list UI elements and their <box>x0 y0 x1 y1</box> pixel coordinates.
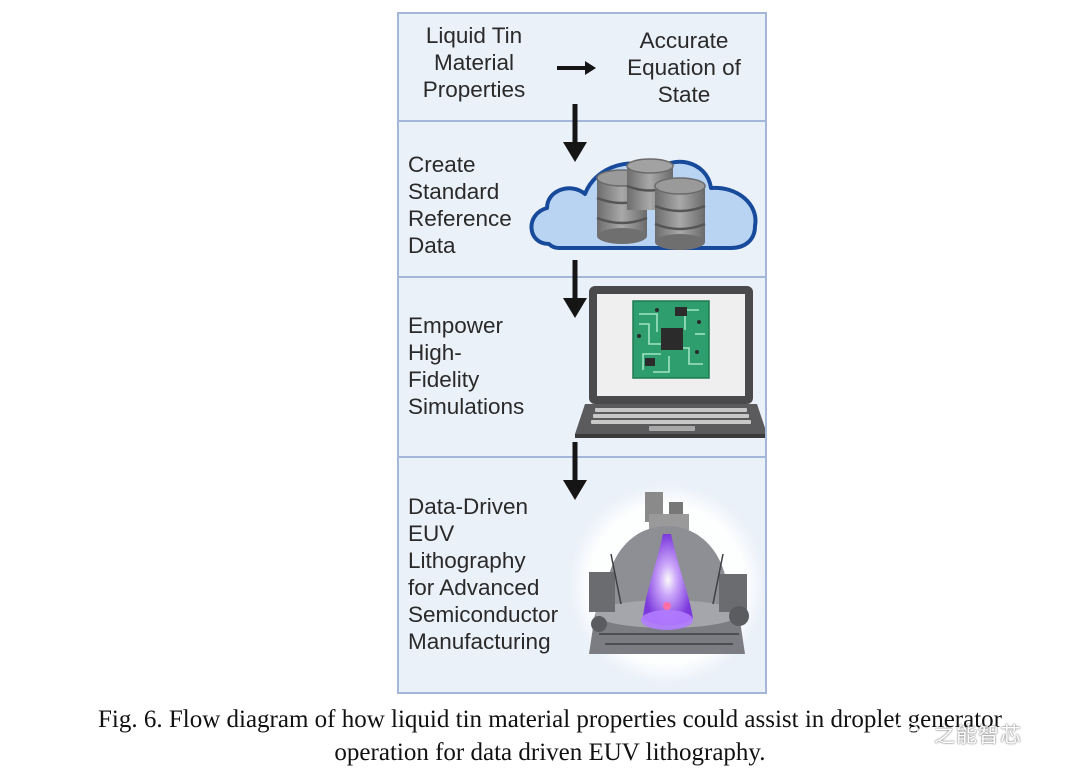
watermark: 之能智芯 <box>892 719 1052 749</box>
wechat-logo-icon <box>893 721 926 746</box>
arrow-down-icon <box>563 104 587 162</box>
euv-machine-icon <box>569 484 765 684</box>
diagram-graphics <box>529 61 765 684</box>
simulations-label: Empower High- Fidelity Simulations <box>408 313 525 419</box>
flow-diagram: Liquid Tin Material Properties Accurate … <box>397 12 767 694</box>
watermark-text: 之能智芯 <box>934 723 1022 747</box>
euv-lithography-label: Data-Driven EUV Lithography for Advanced… <box>408 494 559 654</box>
liquid-tin-label: Liquid Tin Material Properties <box>422 23 526 102</box>
equation-of-state-label: Accurate Equation of State <box>627 28 741 107</box>
laptop-circuit-icon <box>575 286 765 438</box>
arrow-right-icon <box>557 61 596 75</box>
reference-data-label: Create Standard Reference Data <box>408 152 512 258</box>
arrow-down-icon <box>563 442 587 500</box>
cloud-database-icon <box>529 158 758 250</box>
caption-line-1: Fig. 6. Flow diagram of how liquid tin m… <box>98 706 1002 733</box>
panel-simulations: Empower High- Fidelity Simulations <box>399 278 765 458</box>
panel-reference-data: Create Standard Reference Data <box>399 122 765 278</box>
panel-euv-lithography: Data-Driven EUV Lithography for Advanced… <box>399 458 765 692</box>
panel-material-properties: Liquid Tin Material Properties Accurate … <box>399 14 765 122</box>
caption-line-2: operation for data driven EUV lithograph… <box>334 739 766 766</box>
figure-caption: Fig. 6. Flow diagram of how liquid tin m… <box>0 703 1080 769</box>
arrow-down-icon <box>563 260 587 318</box>
